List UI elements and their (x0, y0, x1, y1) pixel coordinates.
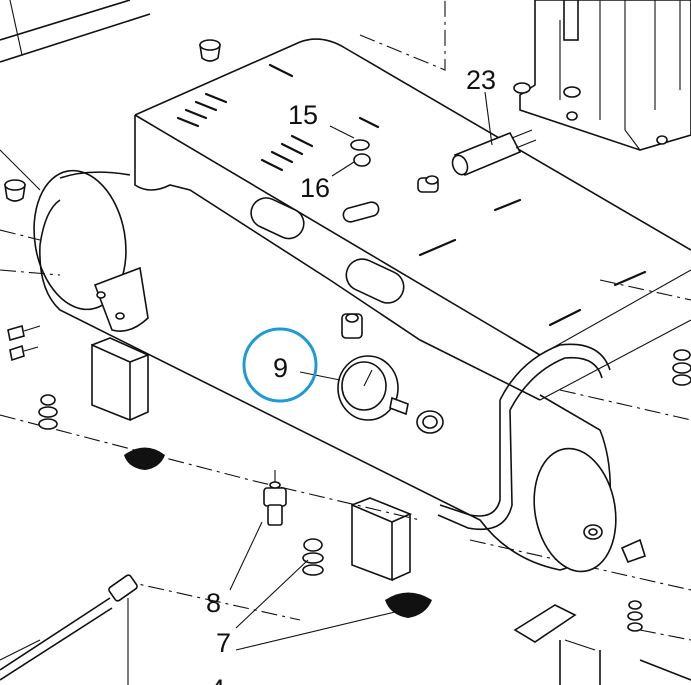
pressure-gauge (337, 355, 444, 434)
frame-bracket-right (513, 604, 691, 685)
air-tank (33, 169, 646, 573)
callout-7: 7 (216, 628, 231, 658)
gauge-socket (341, 313, 363, 339)
nut-washer-right (627, 349, 691, 632)
rubber-foot-left (124, 447, 165, 470)
callout-9: 9 (273, 353, 288, 383)
foot-bracket-right (351, 497, 413, 582)
dashed-guide-lines (0, 0, 691, 641)
callout-15: 15 (288, 100, 318, 130)
motor-housing (513, 0, 691, 151)
pipe-sleeve (93, 266, 149, 332)
tank-handle (437, 343, 611, 530)
nut-washer-7 (302, 538, 324, 576)
rubber-cap-left (4, 179, 26, 202)
callout-8: 8 (206, 588, 221, 618)
rubber-foot-right (385, 592, 432, 618)
callout-4: 4 (210, 674, 225, 685)
callout-16: 16 (300, 173, 330, 203)
bolts-left (7, 324, 41, 362)
air-hose (0, 574, 138, 681)
highlight-circle-9 (242, 327, 318, 403)
foot-bracket-left (91, 337, 151, 422)
callout-labels: 15 16 23 9 8 7 4 (206, 65, 496, 685)
rubber-cap-top (199, 39, 221, 62)
quick-coupler (263, 470, 287, 526)
nut-washer-left (38, 394, 58, 430)
small-plug (417, 175, 439, 193)
tank-saddle-plate (134, 38, 691, 401)
leader-lines (127, 91, 493, 685)
nut-washer-15-16 (350, 139, 371, 167)
left-frame-rail (0, 0, 151, 276)
pipe-nipple (451, 129, 537, 177)
callout-23: 23 (466, 65, 496, 95)
